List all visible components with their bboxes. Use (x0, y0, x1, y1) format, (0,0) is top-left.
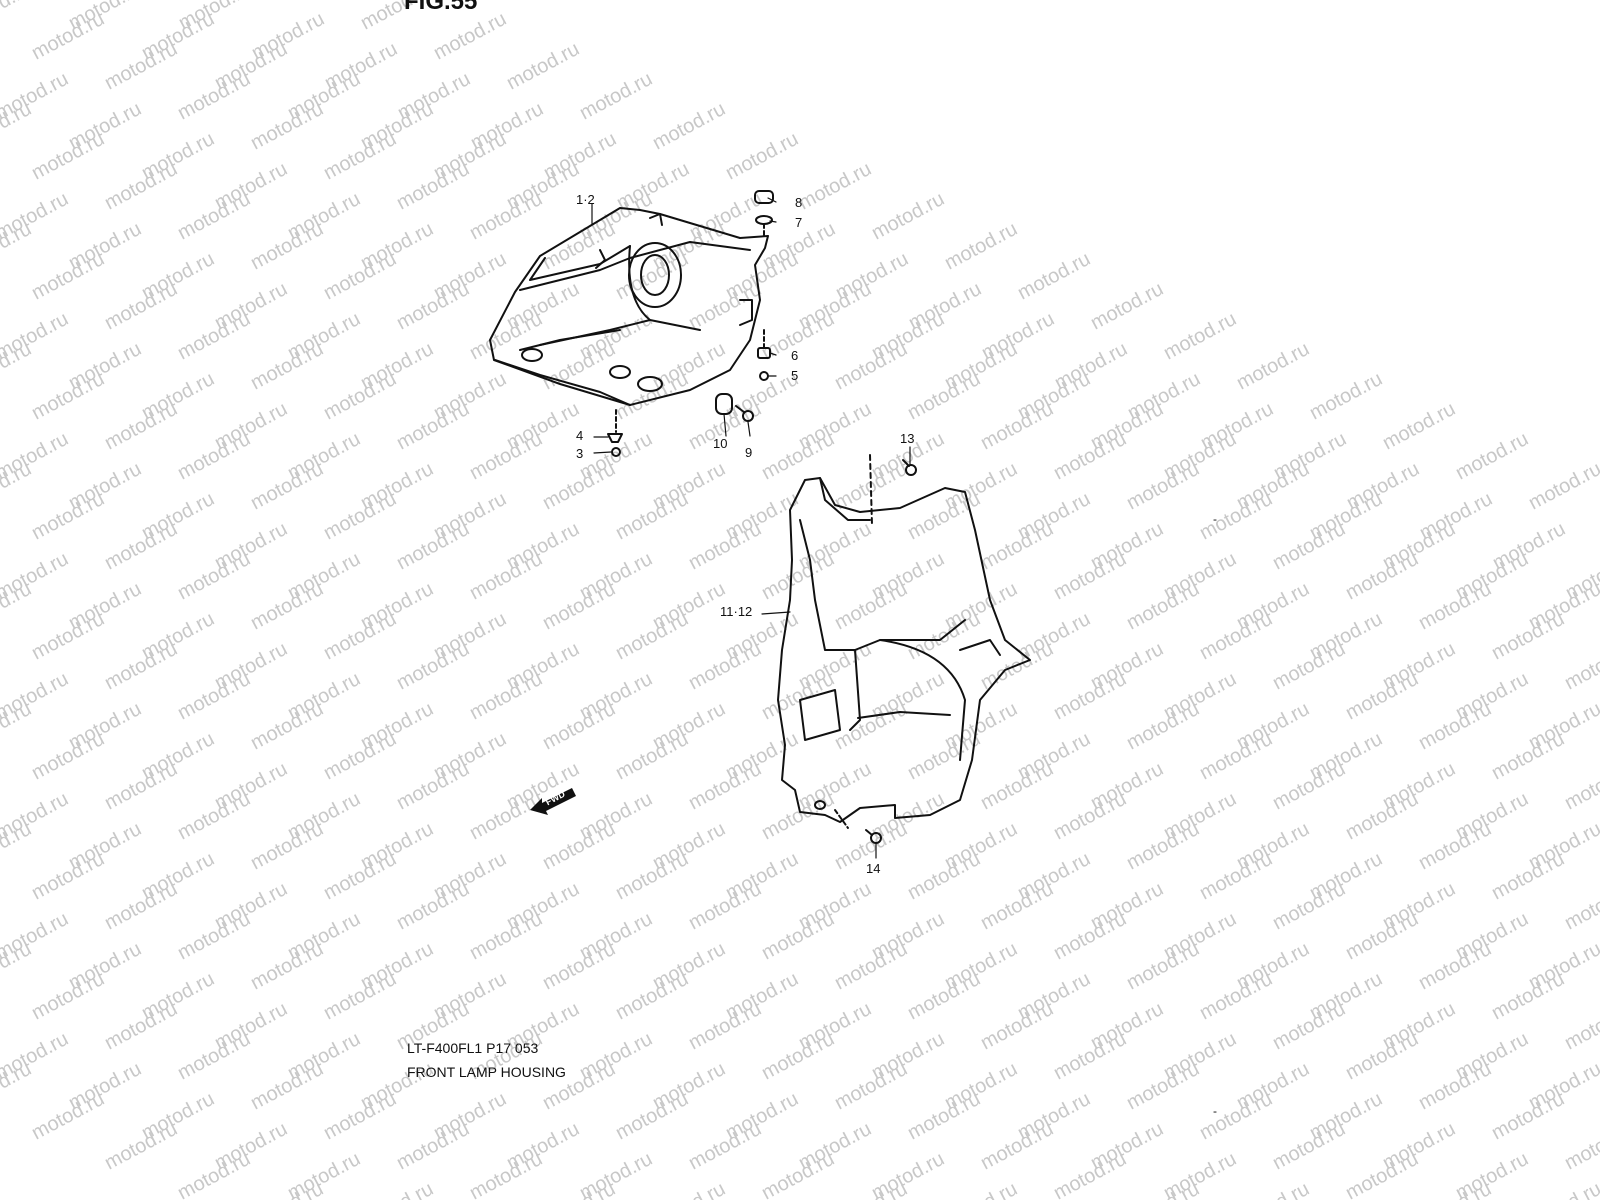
callout-11-12: 11·12 (720, 604, 753, 619)
callout-8: 8 (795, 195, 803, 210)
callout-4: 4 (576, 428, 584, 443)
screw-14 (865, 829, 882, 844)
lamp-housing-upper (489, 207, 769, 406)
callout-3: 3 (576, 446, 584, 461)
callout-5: 5 (791, 368, 799, 383)
forward-arrow-icon (530, 788, 576, 815)
screw-13 (902, 459, 917, 476)
scan-mark: - (1213, 512, 1217, 526)
callout-9: 9 (745, 445, 753, 460)
model-code: LT-F400FL1 P17 053 (407, 1040, 539, 1056)
callout-1-2: 1·2 (576, 192, 595, 207)
diagram-title: FRONT LAMP HOUSING (407, 1064, 566, 1080)
callout-14: 14 (866, 861, 881, 876)
figure-title: FIG.55 (404, 0, 478, 15)
scan-mark: - (1213, 1104, 1217, 1118)
callout-10: 10 (713, 436, 728, 451)
callout-7: 7 (795, 215, 803, 230)
lamp-housing-lower-cover (777, 454, 1031, 829)
leader-lines (591, 197, 911, 859)
callout-13: 13 (900, 431, 915, 446)
callout-6: 6 (791, 348, 799, 363)
